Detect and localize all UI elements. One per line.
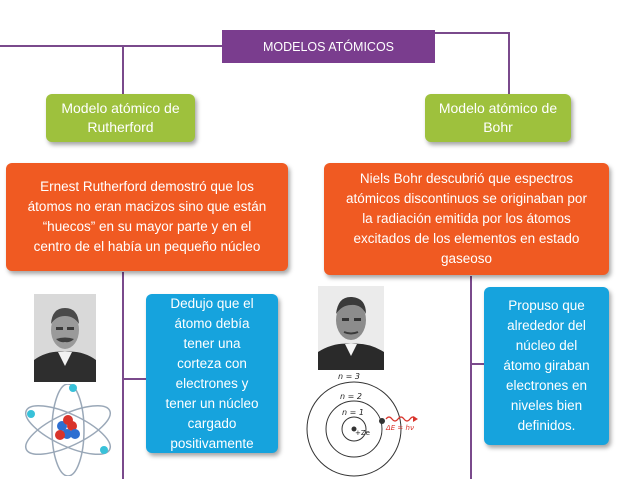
bohr-label-n2: n = 2 xyxy=(340,392,362,401)
bohr-conclusion-text: Propuso que alrededor del núcleo del áto… xyxy=(503,298,590,433)
diagram-title-text: MODELOS ATÓMICOS xyxy=(262,39,395,54)
bohr-label-n3: n = 3 xyxy=(338,372,360,381)
connector-left-drop xyxy=(122,45,124,97)
bohr-heading: Modelo atómico de Bohr xyxy=(425,94,571,142)
connector-top-left xyxy=(0,45,222,47)
rutherford-description: Ernest Rutherford demostró que los átomo… xyxy=(6,163,288,271)
diagram-title: MODELOS ATÓMICOS xyxy=(222,30,435,63)
rutherford-portrait xyxy=(34,294,96,382)
rutherford-heading-text: Modelo atómico de Rutherford xyxy=(61,100,180,135)
connector-top-right xyxy=(435,32,510,34)
bohr-description-text: Niels Bohr descubrió que espectros atómi… xyxy=(346,171,587,266)
bohr-conclusion: Propuso que alrededor del núcleo del áto… xyxy=(484,287,609,445)
bohr-heading-text: Modelo atómico de Bohr xyxy=(438,100,558,135)
rutherford-heading: Modelo atómico de Rutherford xyxy=(46,94,195,142)
rutherford-conclusion: Dedujo que el átomo debía tener una cort… xyxy=(146,294,278,453)
bohr-description: Niels Bohr descubrió que espectros atómi… xyxy=(324,163,609,275)
bohr-label-n1: n = 1 xyxy=(342,408,364,417)
rutherford-atom-illustration xyxy=(18,384,118,476)
bohr-label-nucleus: +Ze xyxy=(355,429,370,437)
connector-right-drop xyxy=(508,32,510,94)
rutherford-description-text: Ernest Rutherford demostró que los átomo… xyxy=(27,179,267,254)
connector-right-stem xyxy=(470,276,472,479)
connector-left-branch xyxy=(122,378,146,380)
bohr-portrait xyxy=(318,286,384,370)
bohr-label-photon: ΔE = hν xyxy=(385,424,414,432)
rutherford-conclusion-text: Dedujo que el átomo debía tener una cort… xyxy=(165,295,259,451)
connector-right-branch xyxy=(470,363,484,365)
connector-left-stem xyxy=(122,272,124,479)
bohr-atom-diagram: n = 3 n = 2 n = 1 +Ze ΔE = hν xyxy=(302,371,442,477)
